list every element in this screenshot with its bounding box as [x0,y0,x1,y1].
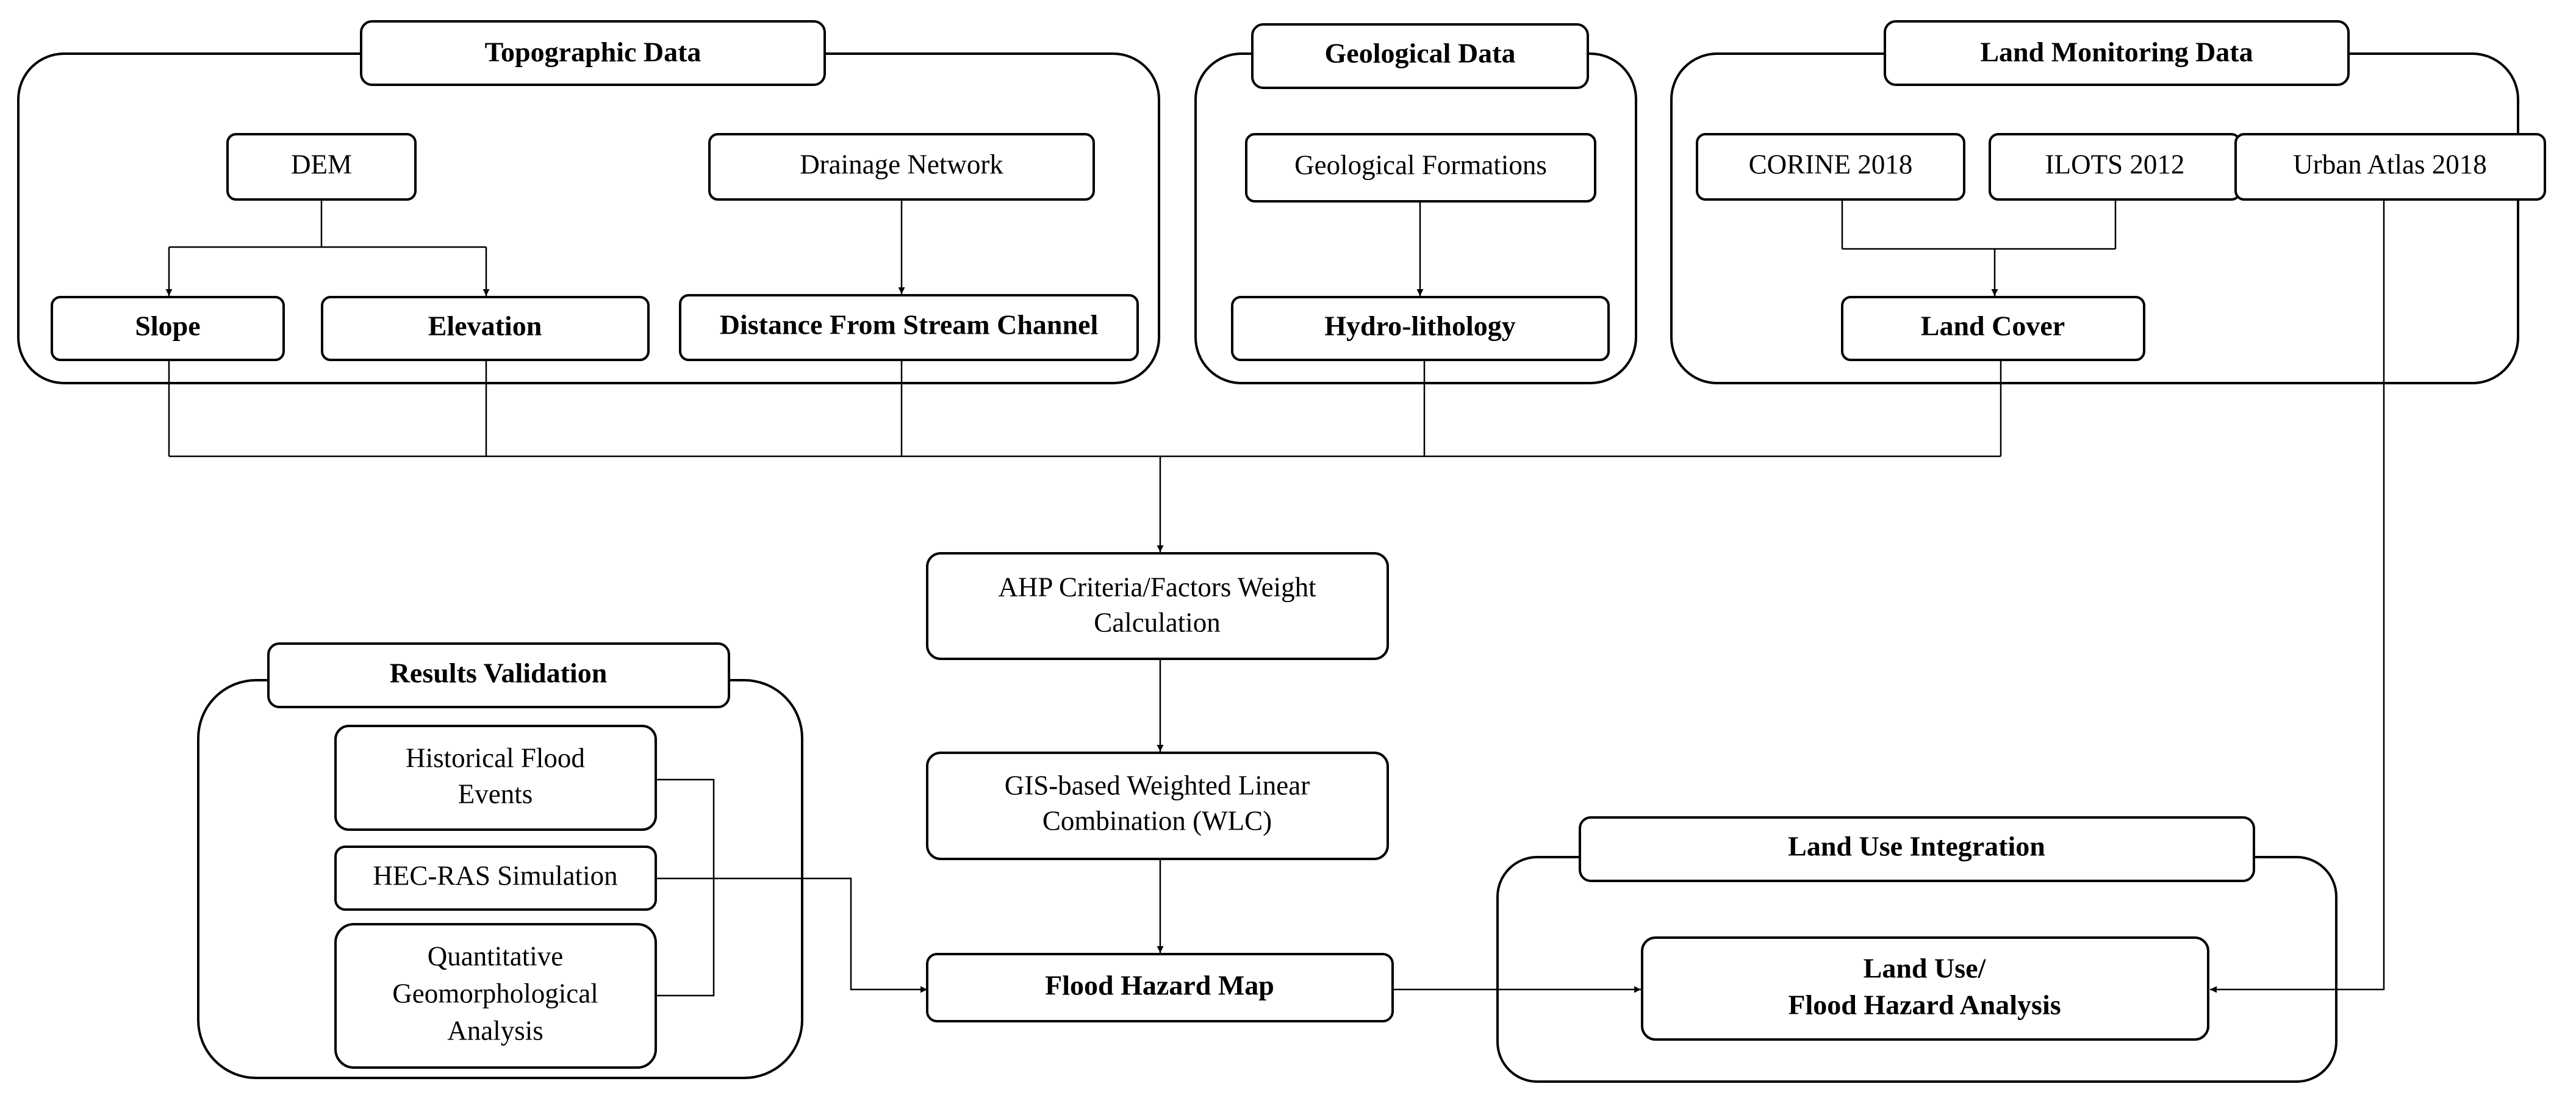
node-quantitative-geomorphological-analysis: Quantitative Geomorphological Analysis [334,923,657,1069]
svg-text:CORINE 2018: CORINE 2018 [1749,149,1913,179]
svg-text:Distance From Stream Channel: Distance From Stream Channel [720,309,1099,340]
svg-text:Land Use Integration: Land Use Integration [1788,831,2045,862]
svg-text:HEC-RAS Simulation: HEC-RAS Simulation [373,860,617,891]
node-flood-hazard-map: Flood Hazard Map [926,953,1394,1022]
svg-text:Elevation: Elevation [428,311,542,342]
svg-text:Land Cover: Land Cover [1921,311,2065,342]
node-geological-formations: Geological Formations [1245,133,1596,203]
svg-text:Events: Events [458,778,533,809]
svg-text:Quantitative: Quantitative [428,941,563,971]
land-use-integration-group-title: Land Use Integration [1579,816,2255,882]
node-hydro-lithology: Hydro-lithology [1231,296,1610,361]
svg-text:Hydro-lithology: Hydro-lithology [1324,311,1516,342]
node-corine-2018: CORINE 2018 [1696,133,1965,201]
node-ahp-weight-calculation: AHP Criteria/Factors Weight Calculation [926,552,1389,660]
node-urban-atlas-2018: Urban Atlas 2018 [2234,133,2546,201]
node-land-cover: Land Cover [1841,296,2145,361]
svg-text:Flood Hazard Map: Flood Hazard Map [1045,970,1274,1001]
node-elevation: Elevation [321,296,650,361]
svg-text:DEM: DEM [291,149,352,179]
svg-text:Calculation: Calculation [1094,607,1220,637]
svg-text:GIS-based Weighted Linear: GIS-based Weighted Linear [1005,770,1310,800]
node-drainage-network: Drainage Network [708,133,1095,201]
svg-text:Urban Atlas 2018: Urban Atlas 2018 [2293,149,2486,179]
node-hec-ras-simulation: HEC-RAS Simulation [334,846,657,911]
geological-group-title: Geological Data [1251,23,1589,89]
svg-text:Results Validation: Results Validation [390,658,608,689]
node-slope: Slope [51,296,285,361]
svg-text:Land Use/: Land Use/ [1864,953,1987,984]
topographic-group-title: Topographic Data [360,20,826,86]
svg-text:Topographic Data: Topographic Data [485,37,701,68]
svg-text:Historical Flood: Historical Flood [406,742,585,773]
node-distance-from-stream-channel: Distance From Stream Channel [679,294,1139,361]
svg-text:AHP Criteria/Factors Weight: AHP Criteria/Factors Weight [998,572,1316,602]
svg-text:Geological Data: Geological Data [1325,38,1516,69]
svg-text:ILOTS 2012: ILOTS 2012 [2045,149,2185,179]
svg-text:Flood Hazard Analysis: Flood Hazard Analysis [1788,989,2061,1021]
svg-text:Analysis: Analysis [447,1015,544,1046]
land-monitoring-group-title: Land Monitoring Data [1884,20,2350,86]
node-land-use-flood-hazard-analysis: Land Use/ Flood Hazard Analysis [1641,936,2209,1041]
svg-text:Drainage Network: Drainage Network [800,149,1003,179]
node-gis-weighted-linear-combination: GIS-based Weighted Linear Combination (W… [926,752,1389,860]
svg-text:Geological Formations: Geological Formations [1294,149,1547,180]
results-validation-group-title: Results Validation [267,642,730,708]
node-dem: DEM [226,133,417,201]
svg-text:Combination (WLC): Combination (WLC) [1042,805,1272,836]
svg-text:Land Monitoring Data: Land Monitoring Data [1980,37,2253,68]
node-historical-flood-events: Historical Flood Events [334,725,657,831]
svg-text:Slope: Slope [135,311,200,342]
svg-text:Geomorphological: Geomorphological [392,978,598,1008]
connector-lines [165,199,2385,997]
node-ilots-2012: ILOTS 2012 [1989,133,2241,201]
